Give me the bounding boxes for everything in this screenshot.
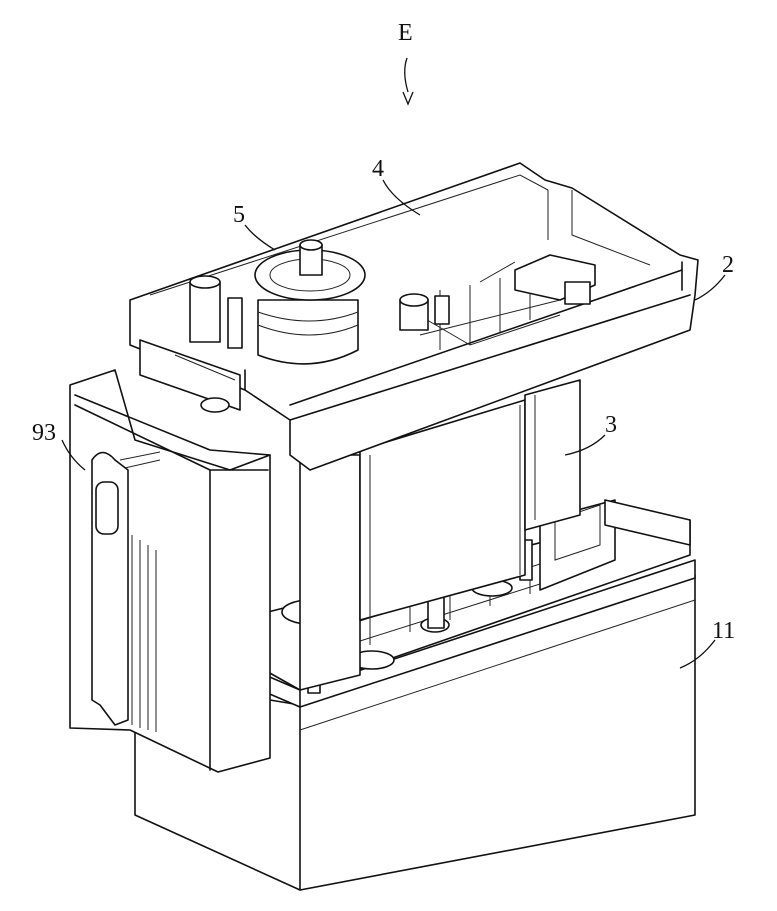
label-4: 4 [372, 156, 384, 182]
pump-assembly [255, 240, 365, 364]
label-3: 3 [605, 412, 617, 438]
label-e: E [398, 20, 413, 46]
label-11: 11 [712, 618, 735, 644]
label-2: 2 [722, 252, 734, 278]
label-93: 93 [32, 420, 56, 446]
label-5: 5 [233, 202, 245, 228]
side-cartridge [70, 370, 270, 772]
